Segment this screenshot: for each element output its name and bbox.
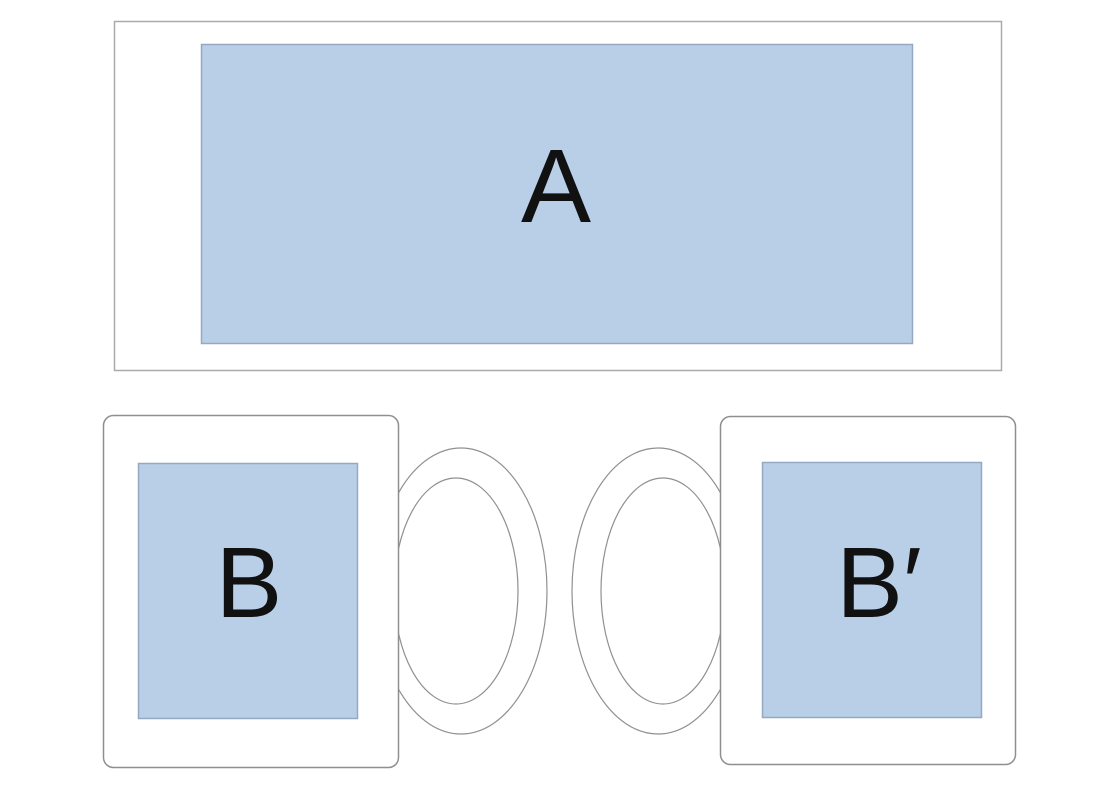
- right-mug-print-area-label: B′: [836, 527, 921, 639]
- right-mug-handle: [571, 447, 745, 735]
- right-mug-handle-inner-ring: [600, 477, 726, 705]
- right-mug-handle-outer-ring: [571, 447, 745, 735]
- left-mug-handle-inner-ring: [393, 477, 519, 705]
- left-mug-print-area-label: B: [216, 527, 283, 639]
- left-mug-handle: [374, 447, 548, 735]
- left-mug-handle-outer-ring: [374, 447, 548, 735]
- left-mug-print-area: [137, 462, 359, 720]
- wrap-print-area: [200, 43, 914, 345]
- right-mug-print-area: [761, 461, 983, 719]
- wrap-print-area-label: A: [521, 128, 591, 245]
